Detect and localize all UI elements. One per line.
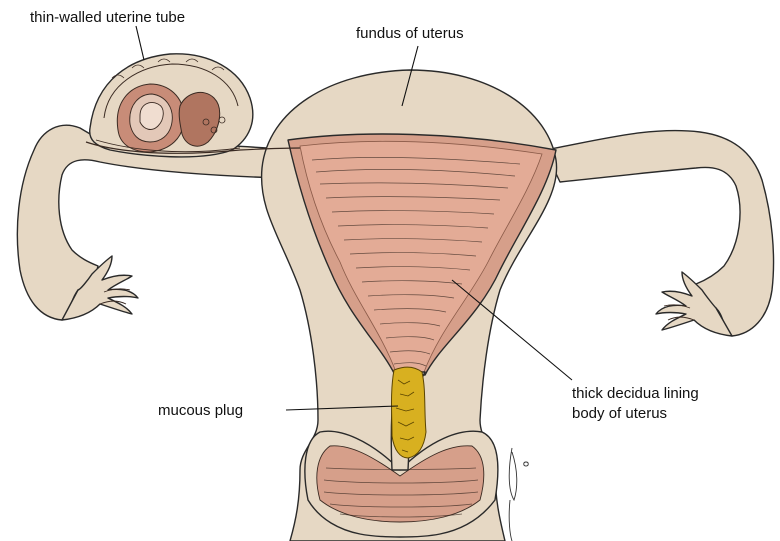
label-thin-walled-tube: thin-walled uterine tube [30, 9, 185, 60]
tube-label: thin-walled uterine tube [30, 9, 185, 26]
plug-label: mucous plug [158, 402, 243, 419]
ectopic-tube-embryo [86, 54, 300, 157]
artist-signature [509, 448, 528, 541]
right-uterine-tube [545, 131, 774, 336]
mucous-plug [392, 367, 427, 458]
fundus-label: fundus of uterus [356, 25, 464, 42]
decidua-label-line1: thick decidua lining [572, 385, 699, 402]
uterus-body [262, 70, 557, 541]
tube-leader-line [136, 26, 144, 60]
decidua-label-line2: body of uterus [572, 405, 667, 422]
